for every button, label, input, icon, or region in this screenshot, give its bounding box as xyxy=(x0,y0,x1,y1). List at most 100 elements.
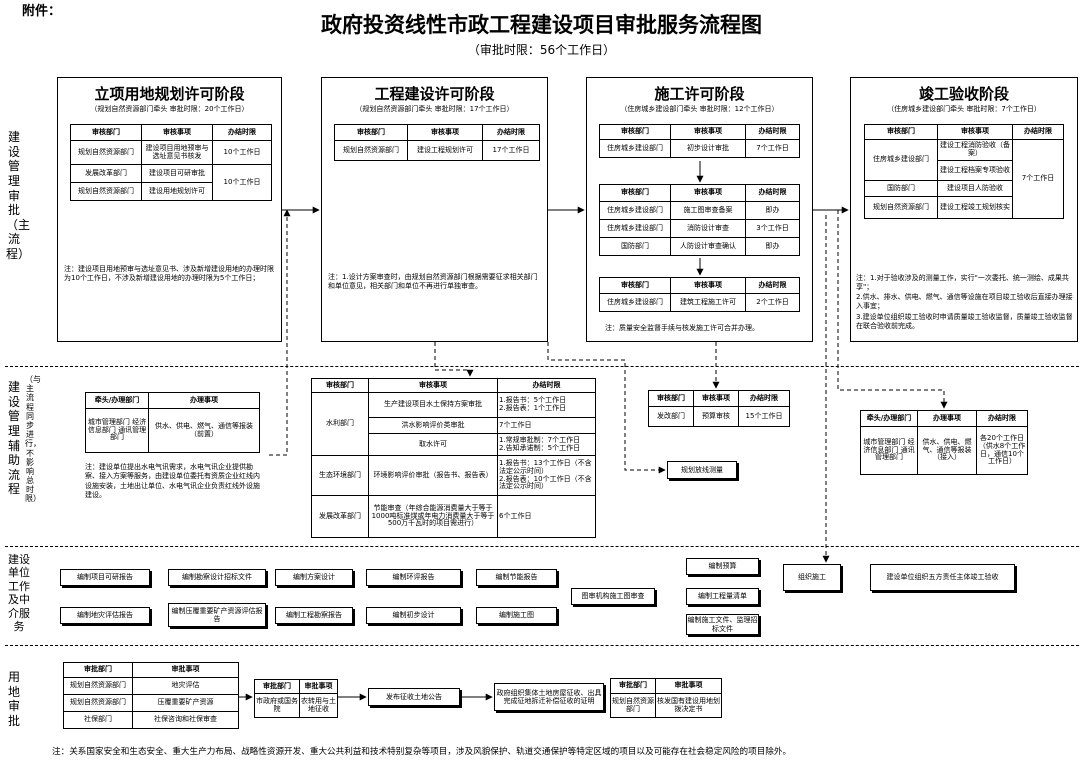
cell-item: 预算审核 xyxy=(693,406,739,427)
stage-title: 竣工验收阶段 xyxy=(918,85,1009,103)
header-time: 办结时限 xyxy=(212,124,272,141)
time-line: 1.报告书：13个工作日（不含法定公示时间） xyxy=(499,459,592,475)
agency-item: 编制工程勘察报告 xyxy=(275,607,353,624)
row-label-main: 建设管理审批（主流程） xyxy=(6,130,31,261)
cell-item: 初步设计审批 xyxy=(670,139,746,158)
header-item: 审核事项 xyxy=(670,184,746,202)
cell-time: 3个工作日 xyxy=(745,219,800,238)
header-time: 办结时限 xyxy=(738,390,790,407)
header-dept: 审核部门 xyxy=(864,124,938,140)
link-stage2-to-survey xyxy=(547,342,666,474)
cell-dept: 国防部门 xyxy=(864,180,938,197)
cell-dept: 城市管理部门 经济信息部门 通讯管理部门 xyxy=(85,408,149,453)
agency-item: 编制项目可研报告 xyxy=(60,569,150,586)
aux4-table: 牵头/办理部门办理事项办结时限 城市管理部门 经济信息部门 通讯管理部门供水、供… xyxy=(860,410,1028,475)
agency-item: 编制初步设计 xyxy=(366,607,461,624)
cell-item: 节能审查（年综合能源消费量大于等于1000吨标准煤或年电力消费量大于等于500万… xyxy=(368,495,498,538)
cell-time: 即办 xyxy=(745,237,800,256)
land-table-1: 审批部门审批事项 规划自然资源部门地灾评估 规划自然资源部门压覆重要矿产资源 社… xyxy=(63,662,239,729)
row-label-agency: 建设单位工作及中介服务 xyxy=(8,553,30,634)
cell-time: 7个工作日 xyxy=(745,139,800,158)
stage-subtitle: （规划自然资源部门牵头 审批时限：20个工作日） xyxy=(90,105,249,113)
header-time: 办结时限 xyxy=(745,124,800,140)
row-separator-2 xyxy=(5,546,1079,547)
cell-time: 各20个工作日（供水8个工作日，通信10个工作日） xyxy=(976,426,1028,475)
cell-item: 环境影响评价审批（报告书、报告表） xyxy=(368,455,498,496)
cell-item: 人防设计审查确认 xyxy=(670,237,746,256)
header-item: 审核事项 xyxy=(693,390,739,407)
stage-note-2: 2.供水、排水、供电、燃气、通信等设施在项目竣工验收后直接办理接入事宜； xyxy=(856,293,1073,311)
cell-dept: 城市管理部门 经济信息部门 通讯管理部门 xyxy=(860,426,918,475)
stage-box-construction-permit: 工程建设许可阶段 （规划自然资源部门牵头 审批时限：17个工作日） 注：1.设计… xyxy=(321,77,548,342)
cell-time: 17个工作日 xyxy=(482,140,540,161)
stage-note-3: 3.建设单位组织竣工验收时申请质量竣工验收监督，质量竣工验收监督在联合验收前完成… xyxy=(856,313,1073,331)
cell-dept: 市政府或国务院 xyxy=(254,693,300,718)
time-line: 2.报告表：1个工作日 xyxy=(499,404,567,412)
row-label-aux: 建设管理辅助流程 xyxy=(7,380,20,497)
cell-dept: 规划自然资源部门 xyxy=(70,140,142,165)
agency-item: 编制工程量清单 xyxy=(686,588,759,605)
time-line: 2.报告表：10个工作日（不含法定公示时间） xyxy=(499,474,592,491)
aux1-table: 牵头/办理部门办理事项 城市管理部门 经济信息部门 通讯管理部门供水、供电、燃气… xyxy=(85,392,260,453)
cell-item: 消防设计审查 xyxy=(670,219,746,238)
row-label-aux-side: （与主流程同步进行，不影响总时限） xyxy=(25,375,41,504)
cell-dept: 住房城乡建设部门 xyxy=(599,219,671,238)
header-dept: 审核部门 xyxy=(648,390,694,407)
agency-item: 编制勘察设计招标文件 xyxy=(168,569,266,586)
cell-item: 供水、供电、燃气、通信等报装（接入） xyxy=(917,426,977,475)
stage3-table-b: 审核部门审核事项办结时限 住房城乡建设部门施工图审查备案即办 住房城乡建设部门消… xyxy=(599,184,800,256)
header-dept: 审核部门 xyxy=(70,124,142,141)
cell-dept: 发展改革部门 xyxy=(311,495,369,538)
stage-subtitle: （规划自然资源部门牵头 审批时限：17个工作日） xyxy=(355,105,514,113)
stage-subtitle: （住房城乡建设部门牵头 审批时限：12个工作日） xyxy=(620,105,779,113)
link-stage2-to-aux2 xyxy=(434,342,474,377)
header-dept: 审核部门 xyxy=(599,124,671,140)
header-handle: 办理事项 xyxy=(917,410,977,427)
cell-dept: 水利部门 xyxy=(311,392,369,456)
stage-title: 工程建设许可阶段 xyxy=(374,85,495,103)
cell-item: 建设用地规划许可 xyxy=(141,182,213,201)
agency-item: 编制地灾评估报告 xyxy=(60,607,150,624)
cell-item: 建设项目用地预审与选址意见书核发 xyxy=(141,140,213,165)
cell-dept: 住房城乡建设部门 xyxy=(864,139,938,181)
cell-item: 社保咨询和社保审查 xyxy=(132,711,239,729)
stage-note: 注：1.设计方案审查时，由规划自然资源部门根据需要征求相关部门和单位意见，相关部… xyxy=(328,273,538,291)
cell-item: 生产建设项目水土保持方案审批 xyxy=(368,392,498,418)
time-line: 2.告知承诺制：5个工作日 xyxy=(499,443,581,452)
header-approve-item: 审批事项 xyxy=(655,678,722,694)
agency-item: 编制方案设计 xyxy=(275,569,353,586)
land-publish-box: 发布征收土地公告 xyxy=(368,688,460,706)
stage-title: 立项用地规划许可阶段 xyxy=(94,85,245,103)
cell-time: 1.报告书：13个工作日（不含法定公示时间）2.报告表：10个工作日（不含法定公… xyxy=(497,455,596,496)
agency-item: 图审机构施工图审查 xyxy=(571,588,655,605)
land-table-2: 审批部门审批事项 市政府或国务院农转用与土地征收 xyxy=(254,679,338,718)
page-subtitle: （审批时限：56个工作日） xyxy=(467,43,616,57)
aux-note: 注：建设单位提出水电气讯需求，水电气讯企业提供勘察、接入方案等服务，由建设单位委… xyxy=(85,463,260,500)
stage-title: 施工许可阶段 xyxy=(654,85,745,103)
agency-item: 建设单位组织五方责任主体竣工验收 xyxy=(870,564,1015,591)
header-approve-dept: 审批部门 xyxy=(254,679,300,694)
cell-item: 核发国有建设用地划拨决定书 xyxy=(655,693,722,718)
cell-dept: 国防部门 xyxy=(599,237,671,256)
cell-dept: 规划自然资源部门 xyxy=(610,693,656,718)
header-item: 审核事项 xyxy=(407,124,483,141)
cell-item: 建设工程规划许可 xyxy=(407,140,483,161)
cell-dept: 生态环境部门 xyxy=(311,455,369,496)
footer-note: 注：关系国家安全和生态安全、重大生产力布局、战略性资源开发、重大公共利益和技术特… xyxy=(52,747,792,757)
cell-time: 7个工作日 xyxy=(1012,139,1064,219)
cell-time: 10个工作日 xyxy=(212,164,272,201)
row-separator-1 xyxy=(5,366,1079,367)
page-title: 政府投资线性市政工程建设项目审批服务流程图 xyxy=(321,13,762,37)
link-stage4-to-aux4 xyxy=(837,210,948,409)
header-time: 办结时限 xyxy=(482,124,540,141)
land-table-3: 审批部门审批事项 规划自然资源部门核发国有建设用地划拨决定书 xyxy=(610,678,722,718)
cell-dept: 社保部门 xyxy=(63,711,133,729)
cell-time: 即办 xyxy=(745,201,800,220)
agency-item: 编制预算 xyxy=(686,558,759,575)
